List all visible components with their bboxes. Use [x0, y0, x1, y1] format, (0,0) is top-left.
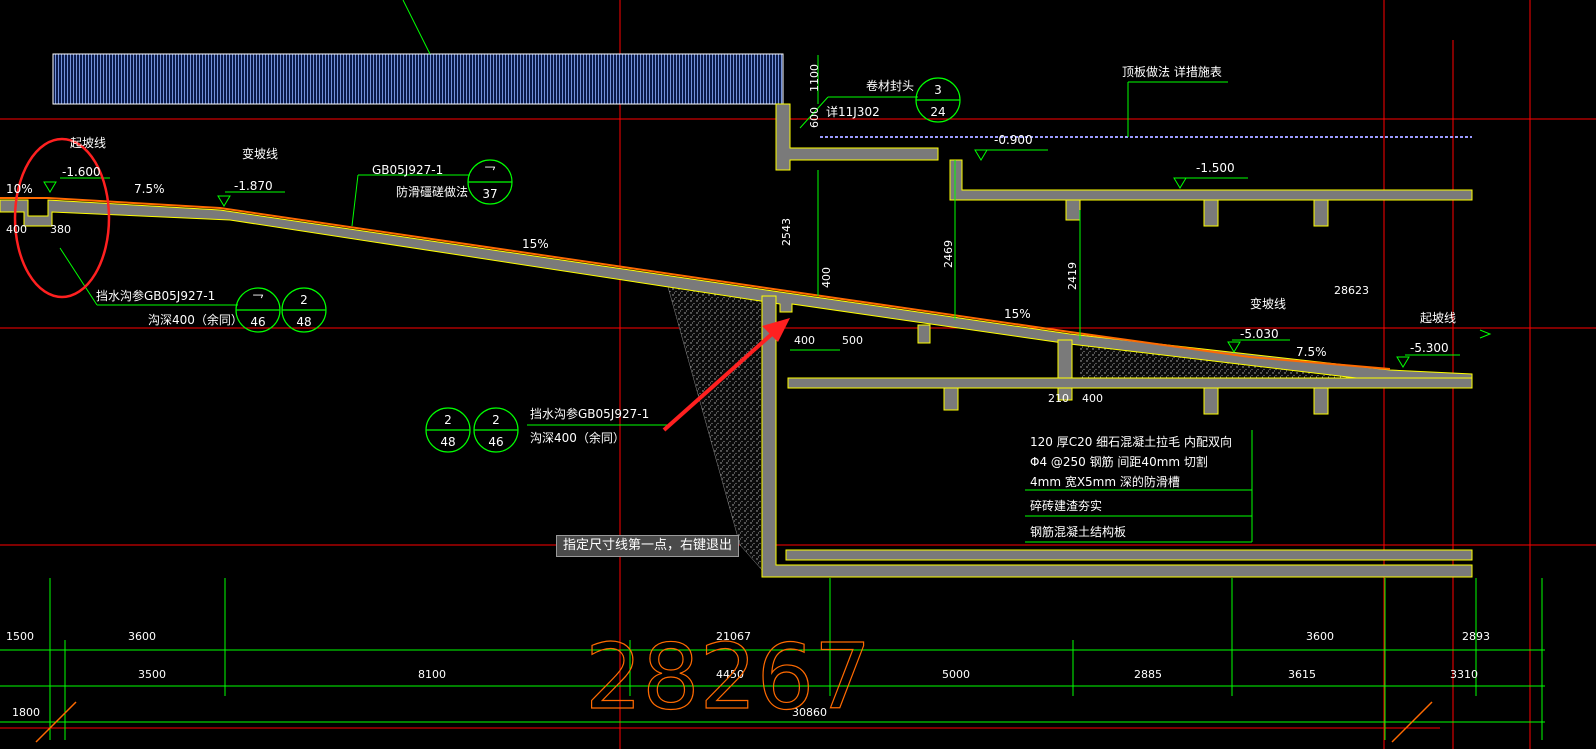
svg-text:-5.030: -5.030	[1240, 327, 1279, 341]
svg-text:24: 24	[930, 105, 945, 119]
detail-bubble-text: 3 24 乛 37 乛 46 2 48 2 48 2 46	[250, 83, 945, 449]
svg-text:变坡线: 变坡线	[1250, 296, 1286, 311]
command-prompt-tooltip: 指定尺寸线第一点，右键退出	[556, 535, 740, 557]
svg-text:2893: 2893	[1462, 630, 1490, 643]
svg-text:4450: 4450	[716, 668, 744, 681]
break-mark	[1479, 329, 1492, 339]
svg-text:500: 500	[842, 334, 863, 347]
svg-text:2: 2	[300, 293, 308, 307]
svg-text:2885: 2885	[1134, 668, 1162, 681]
svg-text:-0.900: -0.900	[994, 133, 1033, 147]
svg-text:2: 2	[492, 413, 500, 427]
svg-text:3500: 3500	[138, 668, 166, 681]
svg-text:48: 48	[440, 435, 455, 449]
big-dimension-28267: 28267	[585, 625, 871, 730]
svg-text:8100: 8100	[418, 668, 446, 681]
svg-text:400: 400	[1082, 392, 1103, 405]
svg-text:3: 3	[934, 83, 942, 97]
svg-text:卷材封头: 卷材封头	[866, 78, 914, 93]
small-dimensions: 1100 600 2543 2469 2419 400 400 500 210 …	[6, 64, 1103, 405]
annotation-text: 起坡线 -1.600 10% 7.5% 变坡线 -1.870 GB05J927-…	[6, 64, 1456, 539]
svg-text:起坡线: 起坡线	[1420, 311, 1456, 325]
svg-text:3310: 3310	[1450, 668, 1478, 681]
svg-text:21067: 21067	[716, 630, 751, 643]
svg-text:2419: 2419	[1066, 262, 1079, 290]
svg-text:7.5%: 7.5%	[134, 182, 165, 196]
backfill	[667, 286, 763, 571]
qipo-left-label: 起坡线	[70, 136, 106, 150]
svg-text:600: 600	[808, 107, 821, 128]
svg-text:2: 2	[444, 413, 452, 427]
svg-text:1800: 1800	[12, 706, 40, 719]
svg-text:7.5%: 7.5%	[1296, 345, 1327, 359]
svg-text:挡水沟参GB05J927-1: 挡水沟参GB05J927-1	[96, 288, 215, 303]
svg-text:30860: 30860	[792, 706, 827, 719]
svg-text:400: 400	[6, 223, 27, 236]
svg-text:-1.500: -1.500	[1196, 161, 1235, 175]
svg-text:48: 48	[296, 315, 311, 329]
svg-text:37: 37	[482, 187, 497, 201]
svg-text:120 厚C20 细石混凝土拉毛 内配双向: 120 厚C20 细石混凝土拉毛 内配双向	[1030, 434, 1232, 449]
svg-text:400: 400	[794, 334, 815, 347]
svg-text:钢筋混凝土结构板: 钢筋混凝土结构板	[1030, 524, 1126, 539]
red-arrow	[662, 318, 790, 432]
svg-text:碎砖建渣夯实: 碎砖建渣夯实	[1030, 498, 1102, 513]
svg-text:400: 400	[820, 267, 833, 288]
svg-text:210: 210	[1048, 392, 1069, 405]
svg-text:沟深400（余同）: 沟深400（余同）	[148, 312, 243, 327]
canopy	[52, 53, 784, 105]
svg-text:挡水沟参GB05J927-1: 挡水沟参GB05J927-1	[530, 406, 649, 421]
dimension-row-1: 1500 3600 21067 3600 2893	[6, 630, 1490, 643]
svg-text:2469: 2469	[942, 240, 955, 268]
svg-text:-5.300: -5.300	[1410, 341, 1449, 355]
svg-text:乛: 乛	[252, 293, 264, 307]
dimension-row-2: 3500 8100 4450 5000 2885 3615 3310	[138, 668, 1478, 681]
svg-text:1100: 1100	[808, 64, 821, 92]
level-markers	[43, 149, 1410, 368]
svg-text:4mm 宽X5mm 深的防滑槽: 4mm 宽X5mm 深的防滑槽	[1030, 474, 1180, 489]
svg-text:沟深400（余同）: 沟深400（余同）	[530, 430, 625, 445]
svg-text:2543: 2543	[780, 218, 793, 246]
svg-text:乛: 乛	[484, 165, 496, 179]
leader-lines	[59, 0, 1460, 543]
svg-text:15%: 15%	[522, 237, 549, 251]
svg-text:1500: 1500	[6, 630, 34, 643]
svg-text:380: 380	[50, 223, 71, 236]
svg-text:防滑礓磋做法: 防滑礓磋做法	[396, 184, 468, 199]
svg-text:GB05J927-1: GB05J927-1	[372, 163, 443, 177]
svg-text:3600: 3600	[1306, 630, 1334, 643]
svg-text:-1.870: -1.870	[234, 179, 273, 193]
svg-text:Φ4 @250 钢筋 间距40mm 切割: Φ4 @250 钢筋 间距40mm 切割	[1030, 454, 1208, 469]
svg-text:46: 46	[250, 315, 265, 329]
dimension-lines	[0, 578, 1545, 743]
svg-text:变坡线: 变坡线	[242, 146, 278, 161]
svg-text:3615: 3615	[1288, 668, 1316, 681]
detail-bubbles	[235, 77, 961, 453]
svg-text:-1.600: -1.600	[62, 165, 101, 179]
svg-text:顶板做法 详措施表: 顶板做法 详措施表	[1122, 64, 1222, 79]
highlight-circle	[13, 137, 111, 299]
svg-text:28623: 28623	[1334, 284, 1369, 297]
svg-text:详11J302: 详11J302	[826, 104, 880, 119]
svg-text:3600: 3600	[128, 630, 156, 643]
svg-text:15%: 15%	[1004, 307, 1031, 321]
svg-text:5000: 5000	[942, 668, 970, 681]
dimension-row-3: 1800 30860	[12, 706, 827, 719]
slope-surface	[0, 197, 1391, 370]
svg-text:10%: 10%	[6, 182, 33, 196]
building-structure	[761, 103, 1473, 578]
svg-text:46: 46	[488, 435, 503, 449]
